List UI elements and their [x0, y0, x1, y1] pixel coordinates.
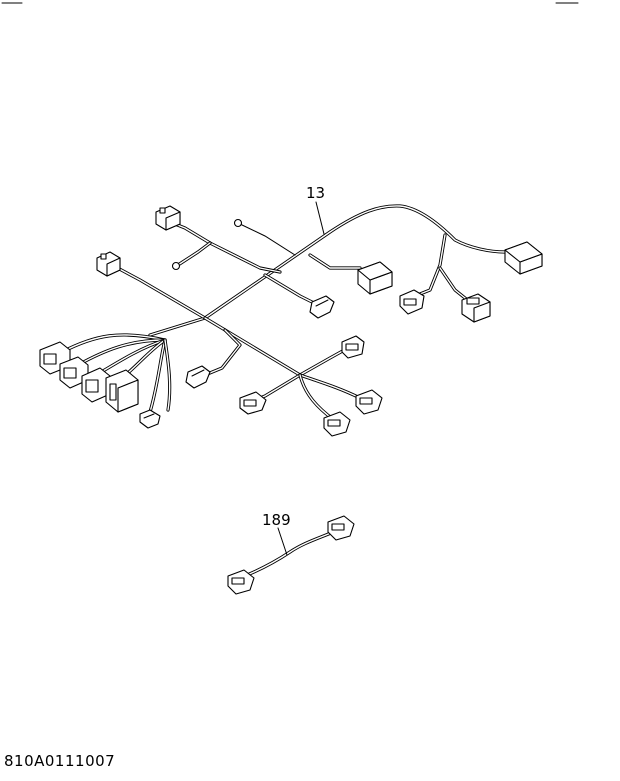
- callout-leader-189: [277, 527, 288, 556]
- main-harness: 13: [39, 184, 543, 437]
- connector-bottom-left: [139, 409, 161, 429]
- sub-connector-right: [327, 515, 355, 541]
- connector-right-a: [399, 289, 425, 315]
- connector-top-left: [155, 205, 181, 231]
- connector-right-b: [461, 293, 491, 323]
- module-box-right: [504, 241, 543, 275]
- callout-label-189: 189: [262, 511, 291, 529]
- callout-leader-13: [315, 201, 325, 235]
- connector-cluster-top: [341, 335, 365, 359]
- sub-connector-left: [227, 569, 255, 595]
- ring-terminal-ground: [171, 261, 181, 271]
- drawing-code: 810A0111007: [4, 752, 115, 770]
- harness-connectors: [39, 205, 543, 437]
- connector-left: [96, 251, 121, 277]
- ring-terminal-top: [233, 218, 243, 228]
- callout-label-13: 13: [306, 184, 325, 202]
- connector-middle: [309, 295, 335, 319]
- sub-harness: 189: [227, 511, 355, 595]
- connector-group-lower-left: [39, 341, 139, 413]
- connector-cluster-left: [239, 391, 267, 415]
- connector-center-small: [185, 365, 211, 389]
- connector-cluster-right: [355, 389, 383, 415]
- connector-cluster-bottom: [323, 411, 351, 437]
- module-box-center: [357, 261, 393, 295]
